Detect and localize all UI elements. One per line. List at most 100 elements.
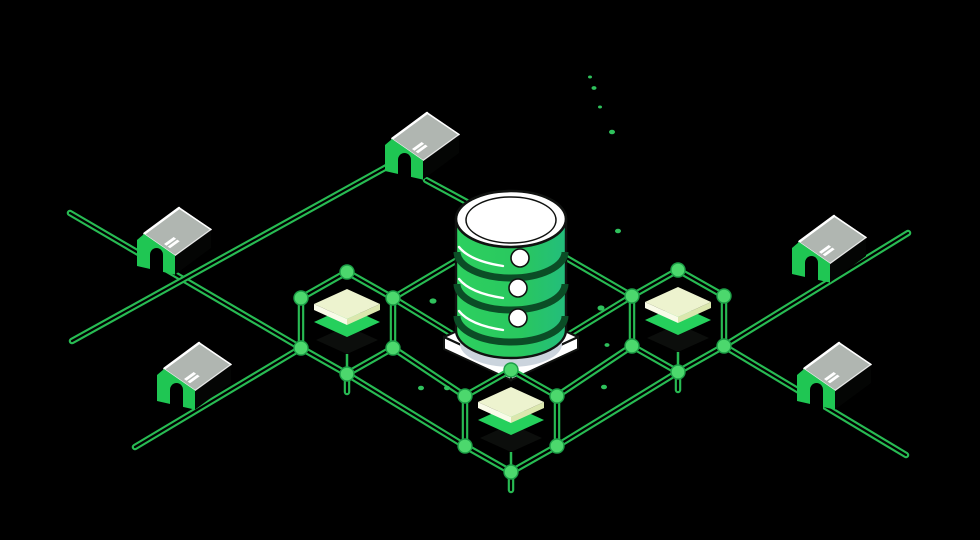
road-right-chip-to-northeast-cap [720, 229, 912, 350]
database-highlight-arc [457, 309, 505, 332]
chip-edge [628, 342, 682, 376]
database-highlight-arc [457, 277, 505, 300]
house-side-wall [175, 229, 211, 275]
chip-corner-node [670, 262, 686, 278]
database-highlight-arc [457, 245, 505, 268]
chip-layer-cream-side-right [678, 302, 711, 323]
house-side-wall [423, 134, 459, 180]
database-icon [453, 189, 569, 360]
chip-corner-node [549, 388, 565, 404]
chip-nodes [293, 262, 732, 494]
chip-layer-cream-top [478, 387, 544, 417]
chip-corner-node [549, 438, 565, 454]
house-roof-window [827, 374, 840, 384]
sparkle-dot [588, 75, 592, 79]
sparkle-dots [418, 75, 621, 391]
house-bottom-left [157, 341, 233, 410]
database-top-lid [454, 189, 568, 249]
sparkle-dot [591, 86, 597, 90]
chip-corner-node [385, 340, 401, 356]
house-back-edge-highlight [838, 342, 872, 366]
chip-corner-node [624, 288, 640, 304]
database-led-dot [508, 308, 528, 328]
chip-layer-cream-side-left [478, 402, 511, 423]
house-top [385, 111, 461, 180]
house-roof-window [164, 237, 177, 246]
house-roof-window [819, 245, 832, 254]
chip-edge [461, 366, 515, 400]
house-left [137, 206, 213, 275]
chip-corner-node [457, 438, 473, 454]
chip-corner-node [670, 364, 686, 380]
road-right-chip-b-to-bottom-chip-rl [553, 368, 682, 450]
chip-layer-black [480, 424, 542, 452]
house-side-wall [830, 237, 866, 283]
database-top-ring [465, 196, 557, 244]
chip-corner-node [716, 288, 732, 304]
chip-edge [297, 344, 351, 378]
house-roof-window [824, 372, 837, 381]
house-door [170, 383, 183, 410]
house-right-lower [797, 341, 873, 410]
chip-corner-node [339, 264, 355, 280]
house-right-upper [792, 214, 868, 283]
chip-edge [628, 266, 682, 300]
chip-edge [674, 266, 728, 300]
house-ridge-highlight [391, 111, 429, 140]
database-band [453, 251, 569, 282]
house-roof-window [187, 374, 200, 384]
chip-layer-cream-side-right [511, 402, 544, 423]
database-led-dot [510, 248, 530, 268]
house-door [810, 383, 823, 410]
sparkle-dot [444, 385, 450, 391]
chip-layer-cream-side-right [347, 304, 380, 325]
sparkle-dot [615, 228, 621, 234]
sparkle-dot [598, 105, 602, 109]
chip-layer-cream-side-left [314, 304, 347, 325]
house-roof-window [167, 239, 180, 249]
road-southwest-cap-to-top-house [68, 160, 396, 345]
chip-edge [343, 268, 397, 302]
house-ridge-highlight [143, 206, 181, 235]
chip-edge [507, 442, 561, 476]
chip-layer-cream-top [645, 287, 711, 317]
sparkle-dot [604, 343, 610, 347]
sparkle-dot [429, 298, 437, 304]
house-ridge-highlight [803, 341, 841, 370]
road-left-chip-rl-to-bottom-chip-ul [389, 344, 469, 400]
chip-edge [343, 344, 397, 378]
database-band [453, 283, 569, 314]
chip-layer-black [647, 324, 709, 352]
house-back-edge-highlight [833, 215, 867, 239]
chip-node-right [624, 262, 732, 394]
house-side-wall [195, 364, 231, 410]
chip-corner-node [503, 362, 519, 378]
house-roof-window [415, 144, 428, 154]
chip-node-left [293, 264, 401, 396]
chip-layer-cream-side-left [645, 302, 678, 323]
house-back-edge-highlight [198, 342, 232, 366]
house-roof-window [412, 142, 425, 151]
houses [137, 111, 873, 410]
chip-edge [674, 342, 728, 376]
house-door [805, 256, 818, 283]
house-roof-window [184, 372, 197, 381]
chip-edge [461, 442, 515, 476]
chip-edge [507, 366, 561, 400]
sparkle-dot [597, 305, 605, 311]
chip-corner-node [716, 338, 732, 354]
house-ridge-highlight [798, 214, 836, 243]
chip-corner-node [339, 366, 355, 382]
chip-layer-cream-top [314, 289, 380, 319]
chip-layer-black [316, 326, 378, 354]
chip-edge [297, 268, 351, 302]
chip-corner-node [624, 338, 640, 354]
road-left-chip-b-to-bottom-chip-ll [343, 370, 469, 450]
sparkle-dot [601, 384, 607, 390]
chip-corner-node [503, 464, 519, 480]
sparkle-dot [609, 129, 615, 135]
chip-node-bottom [457, 362, 565, 494]
chip-corner-node [385, 290, 401, 306]
